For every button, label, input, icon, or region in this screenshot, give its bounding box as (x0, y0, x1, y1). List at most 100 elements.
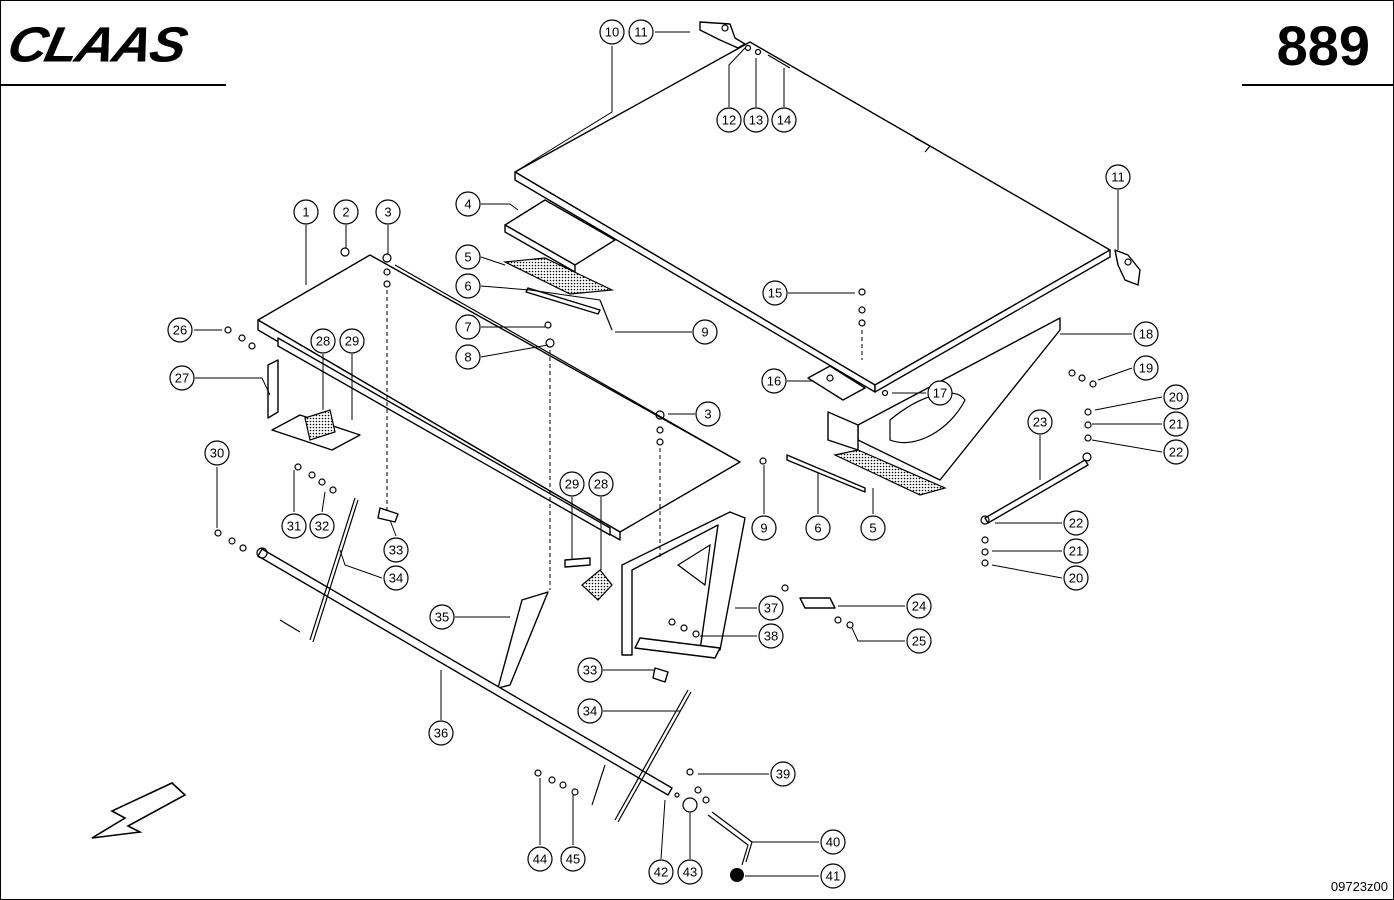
handle-24 (799, 597, 836, 609)
callout-40: 40 (820, 829, 846, 855)
svg-text:6: 6 (814, 521, 821, 536)
svg-text:42: 42 (654, 865, 668, 880)
drawing-code: 09723z00 (1330, 879, 1388, 894)
callout-22-top: 22 (1163, 439, 1189, 465)
svg-text:31: 31 (287, 519, 301, 534)
callout-5-mid: 5 (860, 515, 886, 541)
callout-15: 15 (762, 280, 788, 306)
svg-text:24: 24 (912, 599, 926, 614)
lever-40 (707, 811, 753, 866)
svg-text:12: 12 (722, 113, 736, 128)
svg-text:5: 5 (464, 250, 471, 265)
bracket-27 (267, 359, 361, 451)
svg-text:26: 26 (173, 323, 187, 338)
svg-text:35: 35 (435, 610, 449, 625)
svg-text:1: 1 (302, 205, 309, 220)
pads-28-29 (564, 557, 613, 601)
callout-41: 41 (820, 863, 846, 889)
svg-text:10: 10 (605, 25, 619, 40)
callout-3-top: 3 (375, 199, 401, 225)
callout-20-bottom: 20 (1063, 565, 1089, 591)
bracket-33-lower (652, 667, 669, 683)
side-bracket-4 (504, 199, 616, 273)
callout-37: 37 (758, 595, 784, 621)
bracket-33-upper (377, 507, 399, 523)
svg-text:3: 3 (704, 407, 711, 422)
callout-32: 32 (309, 513, 335, 539)
callout-45: 45 (560, 846, 586, 872)
svg-text:15: 15 (768, 286, 782, 301)
callout-29-left: 29 (339, 328, 365, 354)
svg-text:21: 21 (1169, 417, 1183, 432)
callout-8: 8 (455, 344, 481, 370)
frame-37 (621, 511, 746, 659)
svg-text:8: 8 (464, 350, 471, 365)
svg-text:25: 25 (912, 634, 926, 649)
bushing-43 (682, 797, 698, 813)
svg-text:28: 28 (594, 477, 608, 492)
top-cover-plate (514, 41, 1111, 393)
callout-14: 14 (771, 107, 797, 133)
callout-2: 2 (333, 199, 359, 225)
callout-43: 43 (677, 859, 703, 885)
svg-text:29: 29 (345, 334, 359, 349)
svg-text:36: 36 (434, 726, 448, 741)
svg-text:27: 27 (175, 371, 189, 386)
svg-text:30: 30 (210, 446, 224, 461)
callout-39: 39 (770, 761, 796, 787)
svg-text:21: 21 (1069, 544, 1083, 559)
svg-text:43: 43 (683, 865, 697, 880)
callout-11-right: 11 (1105, 164, 1131, 190)
callout-44: 44 (527, 846, 553, 872)
svg-text:16: 16 (767, 374, 781, 389)
callout-36: 36 (428, 720, 454, 746)
pad-5-right (833, 449, 947, 496)
svg-text:44: 44 (533, 852, 547, 867)
callout-18: 18 (1133, 321, 1159, 347)
svg-text:22: 22 (1069, 516, 1083, 531)
fasteners (214, 247, 1097, 804)
svg-text:33: 33 (389, 543, 403, 558)
callout-10: 10 (599, 19, 625, 45)
svg-text:22: 22 (1169, 445, 1183, 460)
right-side-panel-18 (827, 317, 1061, 481)
svg-text:9: 9 (701, 325, 708, 340)
svg-text:6: 6 (464, 279, 471, 294)
callout-20-top: 20 (1163, 384, 1189, 410)
hinge-top (699, 21, 746, 49)
callout-6-top: 6 (455, 273, 481, 299)
svg-text:4: 4 (464, 197, 471, 212)
svg-text:39: 39 (776, 767, 790, 782)
svg-text:32: 32 (315, 519, 329, 534)
callout-1: 1 (293, 199, 319, 225)
svg-text:7: 7 (464, 320, 471, 335)
strut-34-upper (279, 497, 359, 643)
svg-text:34: 34 (583, 704, 597, 719)
callout-33-upper: 33 (383, 537, 409, 563)
page-number-underline (1242, 84, 1394, 86)
svg-text:29: 29 (565, 477, 579, 492)
svg-text:45: 45 (566, 852, 580, 867)
page-number: 889 (1276, 14, 1370, 77)
svg-text:18: 18 (1139, 327, 1153, 342)
callout-23: 23 (1027, 409, 1053, 435)
callout-29-mid: 29 (559, 471, 585, 497)
callout-6-mid: 6 (805, 515, 831, 541)
callout-17: 17 (927, 380, 953, 406)
callout-42: 42 (648, 859, 674, 885)
callout-30: 30 (204, 440, 230, 466)
callout-22-bottom: 22 (1063, 510, 1089, 536)
callout-9-top: 9 (692, 319, 718, 345)
svg-text:9: 9 (760, 521, 767, 536)
callout-21-top: 21 (1163, 411, 1189, 437)
knob-41 (730, 868, 744, 882)
callout-34-lower: 34 (577, 698, 603, 724)
direction-arrow-icon (91, 782, 187, 839)
leader-lines (194, 31, 1163, 877)
callout-11-top: 11 (628, 19, 654, 45)
pad-5-top (502, 257, 615, 295)
callout-24: 24 (906, 593, 932, 619)
brace-35 (497, 591, 549, 689)
svg-text:11: 11 (634, 25, 648, 40)
